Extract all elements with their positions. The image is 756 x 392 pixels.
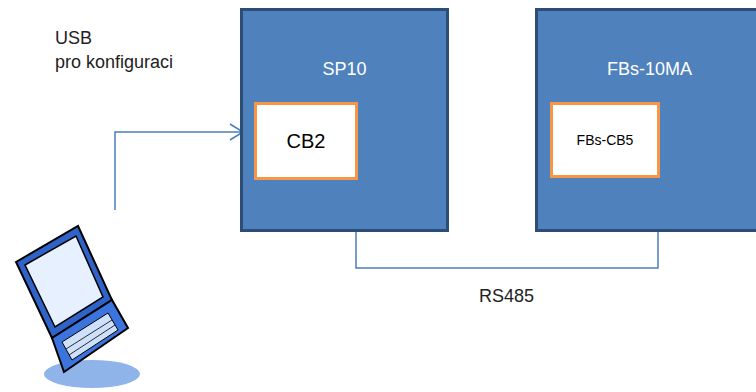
module-box: CB2 bbox=[254, 102, 358, 180]
laptop-icon bbox=[16, 226, 140, 388]
usb-arrow bbox=[115, 132, 243, 210]
device-box: SP10CB2 bbox=[240, 8, 449, 232]
bus-label: RS485 bbox=[477, 286, 536, 307]
device-name: SP10 bbox=[243, 59, 446, 80]
module-name: FBs-CB5 bbox=[577, 132, 634, 148]
note-text: pro konfiguraci bbox=[55, 52, 173, 73]
device-name: FBs-10MA bbox=[538, 59, 756, 80]
module-box: FBs-CB5 bbox=[550, 102, 660, 178]
note-text: USB bbox=[55, 28, 92, 49]
module-name: CB2 bbox=[287, 130, 326, 153]
device-box: FBs-10MA FBs-CB5 bbox=[535, 8, 756, 232]
